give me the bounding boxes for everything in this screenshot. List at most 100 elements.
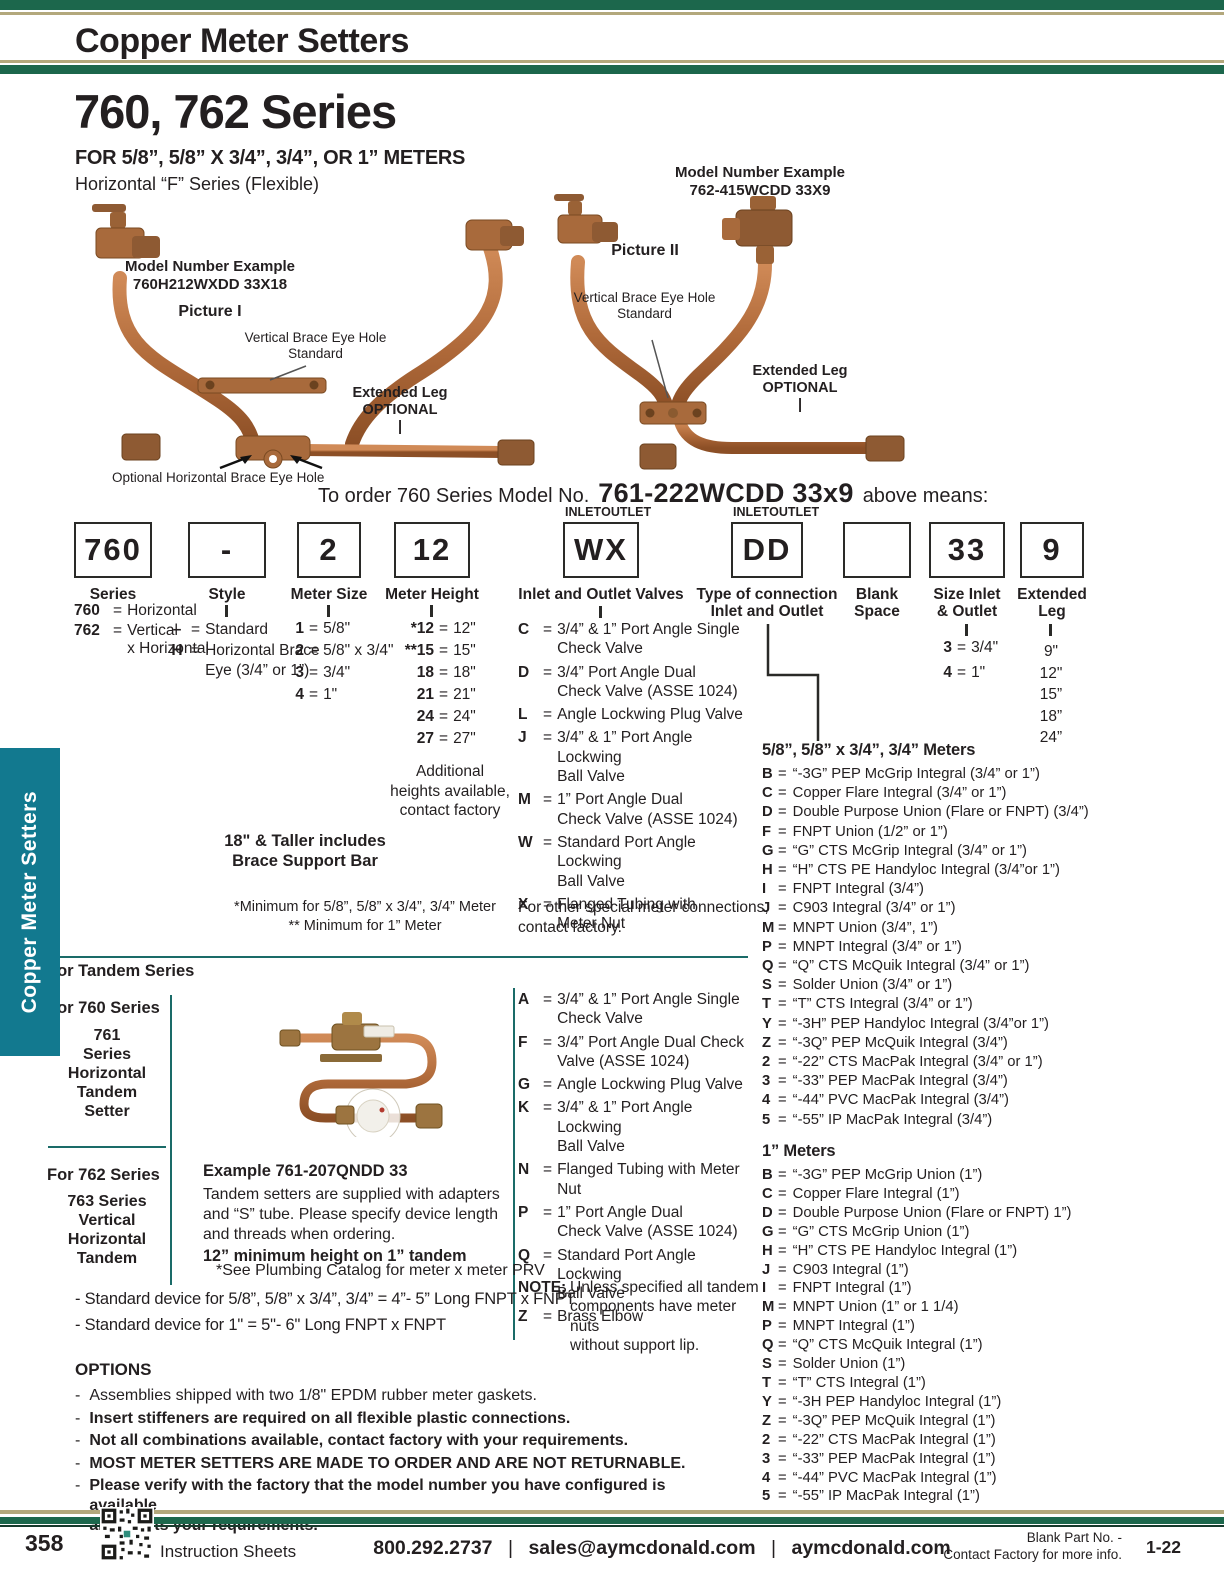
code-box: DD <box>731 522 803 578</box>
equals: = <box>543 729 553 747</box>
code: **15 <box>404 642 434 659</box>
extended-leg-value: 24” <box>1039 729 1063 746</box>
connection-code-item: Y = “-3H PEP Handyloc Integral (1”) <box>762 1393 1172 1412</box>
tandem-762-title: For 762 Series <box>47 1166 160 1184</box>
code: 2 <box>762 1054 771 1071</box>
sidebar-section-label: Copper Meter Setters <box>18 790 41 1014</box>
code-box-group: 2 Meter Size <box>291 505 367 603</box>
equals: = <box>543 991 553 1008</box>
code-box-label: Inlet and Outlet Valves <box>518 586 684 603</box>
extended-leg-value: 18” <box>1039 707 1063 725</box>
equals: = <box>778 1356 787 1373</box>
option-item: - Please verify with the factory that th… <box>75 1476 735 1536</box>
equals: = <box>778 1280 787 1297</box>
equals: = <box>957 664 967 682</box>
qr-code-label: Instruction Sheets <box>160 1542 297 1561</box>
small-meters-list: B = “-3G” PEP McGrip Integral (3/4” or 1… <box>762 765 1172 1130</box>
code: Z <box>762 1412 772 1429</box>
code: Q <box>762 1337 774 1354</box>
connection-code-item: Z = “-3Q” PEP McQuik Integral (1”) <box>762 1412 1172 1431</box>
qr-code-icon <box>100 1507 154 1561</box>
code-value: 12 <box>412 532 452 567</box>
description: “-3H” PEP Handyloc Integral (3/4”or 1”) <box>792 1015 1049 1032</box>
connector-tick <box>1049 624 1052 636</box>
code: T <box>762 996 772 1013</box>
code: 21 <box>416 686 434 703</box>
code: C <box>762 1185 773 1202</box>
order-prefix: To order 760 Series Model No. <box>318 485 590 507</box>
picture-1-vertical-brace-note: Vertical Brace Eye Hole Standard <box>244 330 387 361</box>
description: 5/8" x 3/4" <box>323 642 394 659</box>
special-connections-note: For other special meter connections, con… <box>518 899 769 936</box>
code-box-label: Meter Size <box>290 586 368 603</box>
code: 24 <box>416 708 434 725</box>
series-title: 760, 762 Series <box>74 85 397 138</box>
tandem-valve-item: N = Flanged Tubing with Meter Nut <box>518 1160 760 1199</box>
equals: = <box>439 664 449 681</box>
code: K <box>518 1099 530 1117</box>
description: Horizontal <box>127 602 197 619</box>
footer-hairline <box>0 1525 1224 1527</box>
series-subtitle: FOR 5/8”, 5/8” X 3/4”, 3/4”, OR 1” METER… <box>75 147 466 169</box>
tandem-valve-item: G = Angle Lockwing Plug Valve <box>518 1075 760 1094</box>
tandem-valve-item: K = 3/4” & 1” Port Angle Lockwing Ball V… <box>518 1098 760 1156</box>
code: Z <box>762 1034 772 1051</box>
connection-code-item: 2 = “-22” CTS MacPak Integral (3/4” or 1… <box>762 1053 1172 1072</box>
equals: = <box>778 862 787 879</box>
description: Solder Union (3/4” or 1”) <box>792 977 953 994</box>
option-item: - Insert stiffeners are required on all … <box>75 1409 735 1429</box>
description: C903 Integral (3/4” or 1”) <box>792 900 956 917</box>
code: 5 <box>762 1488 771 1505</box>
code: M <box>518 791 531 809</box>
connection-code-item: G = “G” CTS McGrip Union (1”) <box>762 1223 1172 1242</box>
meter-size-code-list: 1 = 5/8" 2 = 5/8" x 3/4" 3 = 3/4" 4 = 1" <box>290 620 394 703</box>
equals: = <box>543 1161 553 1179</box>
description: “-33” PEP MacPak Integral (1”) <box>792 1450 996 1467</box>
meter-size-item: 3 = 3/4" <box>290 664 394 681</box>
description: “-22” CTS MacPak Integral (3/4” or 1”) <box>792 1054 1043 1071</box>
edition-date: 1-22 <box>1146 1537 1182 1557</box>
description: “-3Q” PEP McQuik Integral (1”) <box>792 1412 996 1429</box>
tandem-example-body: Tandem setters are supplied with adapter… <box>203 1186 500 1243</box>
code: S <box>762 977 772 994</box>
one-inch-meters-heading: 1” Meters <box>762 1142 836 1160</box>
code-value: - <box>220 532 234 567</box>
code-box: 9 <box>1020 522 1084 578</box>
connection-bracket-line <box>766 624 820 741</box>
equals: = <box>778 1450 787 1467</box>
equals: = <box>778 1167 787 1183</box>
code: H <box>171 642 183 660</box>
meter-height-item: *12 = 12" <box>392 620 476 637</box>
equals: = <box>778 1204 787 1221</box>
code: M <box>762 919 775 936</box>
sidebar-section-tab: Copper Meter Setters <box>0 748 60 1056</box>
connection-code-item: H = “H” CTS PE Handyloc Integral (3/4”or… <box>762 861 1172 880</box>
connection-code-item: B = “-3G” PEP McGrip Union (1”) <box>762 1166 1172 1185</box>
tandem-valve-item: Z = Brass Elbow <box>518 1307 760 1326</box>
connection-code-item: Q = “Q” CTS McQuik Integral (3/4” or 1”) <box>762 957 1172 976</box>
meter-height-item: 27 = 27" <box>392 730 476 747</box>
description: 3/4” & 1” Port Angle Lockwing Ball Valve <box>557 729 693 786</box>
equals: = <box>778 1054 787 1071</box>
order-suffix: above means: <box>862 485 989 507</box>
connector-tick <box>430 605 433 617</box>
code-box-label: Blank Space <box>854 586 900 620</box>
series-type: Horizontal “F” Series (Flexible) <box>75 174 320 194</box>
option-text: Insert stiffeners are required on all fl… <box>89 1409 571 1427</box>
equals: = <box>543 1099 553 1117</box>
code: 2 <box>295 642 304 659</box>
picture-1-meter-setter-photo <box>92 204 535 470</box>
inlet-outlet-labels <box>297 505 361 522</box>
model-example-label: Model Number Example <box>124 258 296 275</box>
description: 1” Port Angle Dual Check Valve (ASSE 102… <box>557 791 738 828</box>
description: 21" <box>453 686 476 703</box>
code: 760 <box>74 602 100 619</box>
connection-code-item: 3 = “-33” PEP MacPak Integral (1”) <box>762 1450 1172 1469</box>
brace-support-note: 18" & Taller includes Brace Support Bar <box>224 832 386 870</box>
page-number: 358 <box>25 1530 64 1556</box>
code: W <box>518 833 533 851</box>
connector-tick <box>225 605 228 617</box>
code-box: 12 <box>394 522 470 578</box>
meter-size-item: 1 = 5/8" <box>290 620 394 637</box>
